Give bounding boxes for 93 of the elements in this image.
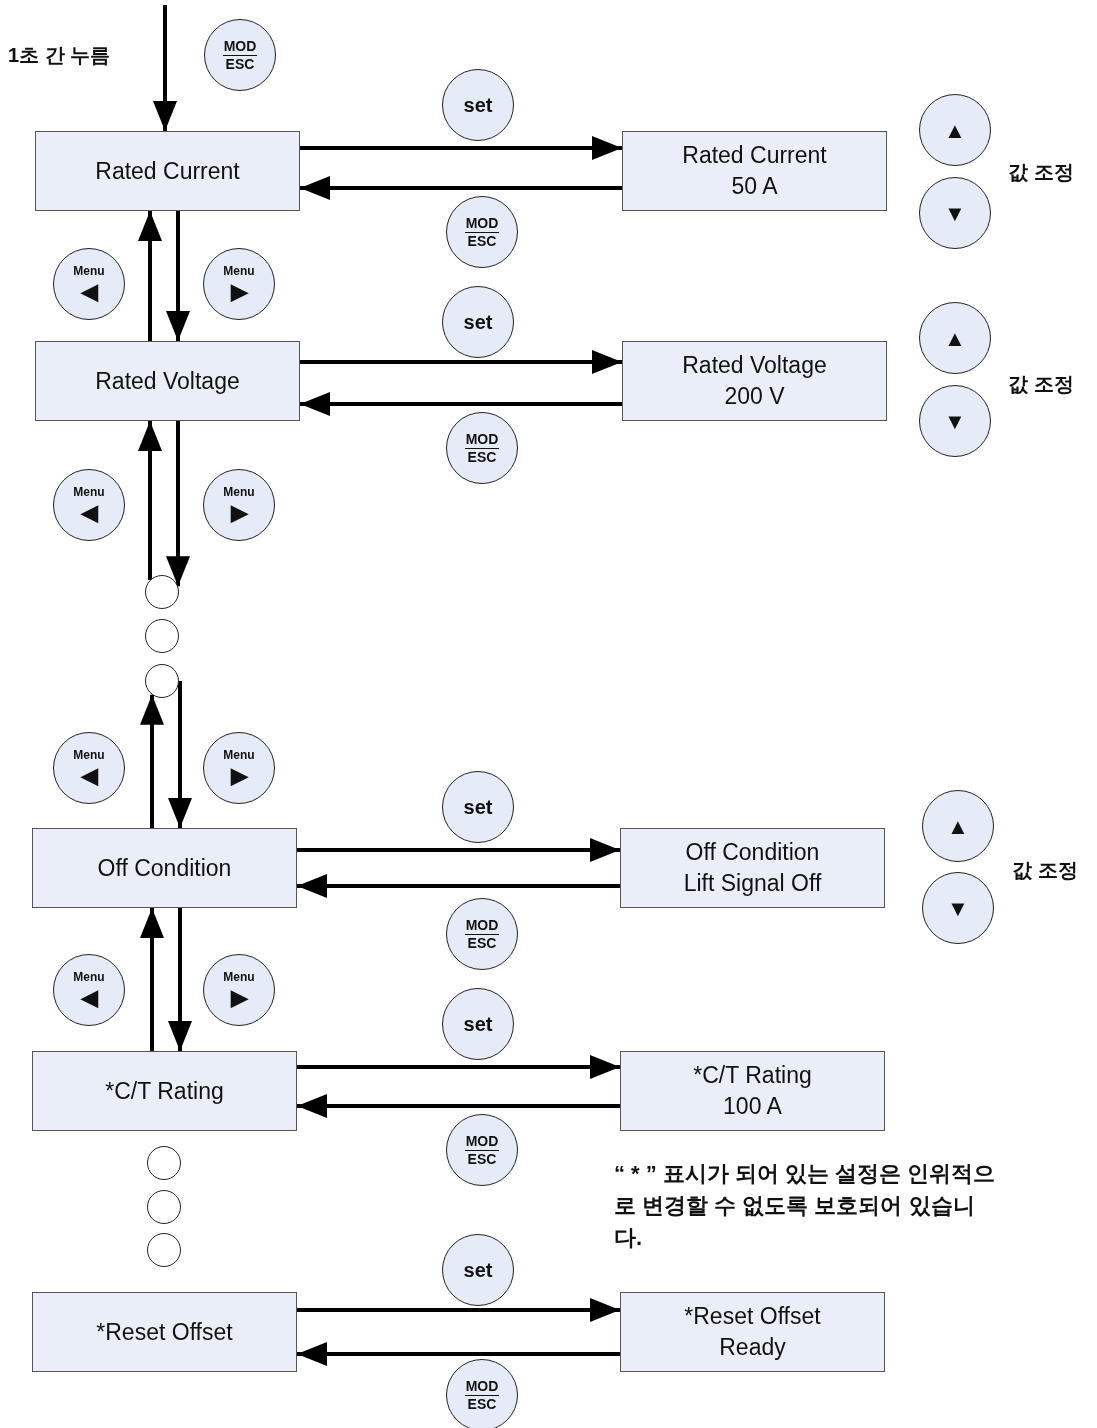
ellipsis-circle <box>145 619 179 653</box>
display-box <box>622 341 887 421</box>
ellipsis-circle <box>145 575 179 609</box>
ellipsis-circle <box>147 1233 181 1267</box>
button-label: MOD <box>464 214 500 233</box>
display-text: *C/T Rating <box>693 1061 812 1090</box>
button-label: Menu <box>73 485 105 500</box>
display-box <box>32 1051 297 1131</box>
button-label: ◀ <box>80 279 98 304</box>
display-box <box>35 341 300 421</box>
button-label: Menu <box>73 264 105 279</box>
button-label: Menu <box>223 264 255 279</box>
button-label: Menu <box>223 970 255 985</box>
arrow <box>140 908 164 1051</box>
arrow <box>297 1094 620 1118</box>
arrow <box>168 908 192 1051</box>
button-label: Menu <box>73 970 105 985</box>
button-label: set <box>463 310 493 334</box>
button-label: ▶ <box>230 279 248 304</box>
button-label: MOD <box>464 430 500 449</box>
button-label: MOD <box>464 1377 500 1396</box>
display-box <box>622 131 887 211</box>
button-label: Menu <box>73 748 105 763</box>
arrow <box>300 350 622 374</box>
button-label: ESC <box>467 448 497 466</box>
button-label: ESC <box>467 934 497 952</box>
arrow <box>297 1055 620 1079</box>
arrow <box>297 874 620 898</box>
adjust-note: 값 조정 <box>1008 160 1075 185</box>
button-label: ▼ <box>944 408 966 434</box>
display-text: Ready <box>719 1333 786 1362</box>
display-text: 200 V <box>724 382 785 411</box>
display-text: Rated Current <box>95 156 240 186</box>
button-label: ▶ <box>230 763 248 788</box>
button-label: MOD <box>464 916 500 935</box>
display-text: Rated Voltage <box>95 366 240 396</box>
button-label: ▼ <box>944 200 966 226</box>
arrow <box>297 1342 620 1366</box>
display-box <box>620 1051 885 1131</box>
adjust-note: 값 조정 <box>1012 858 1079 883</box>
button-label: MOD <box>222 37 258 56</box>
ellipsis-circle <box>147 1146 181 1180</box>
arrow <box>168 681 192 828</box>
button-label: Menu <box>223 485 255 500</box>
display-text: *Reset Offset <box>96 1317 233 1347</box>
arrow <box>140 694 164 828</box>
button-label: set <box>463 795 493 819</box>
display-text: 100 A <box>723 1092 782 1121</box>
display-text: *Reset Offset <box>684 1302 821 1331</box>
button-label: MOD <box>464 1132 500 1151</box>
adjust-note: 값 조정 <box>1008 372 1075 397</box>
button-label: ◀ <box>80 763 98 788</box>
arrow <box>138 421 162 580</box>
display-box <box>620 828 885 908</box>
display-text: Rated Current <box>682 141 827 170</box>
button-label: Menu <box>223 748 255 763</box>
display-text: Off Condition <box>97 853 232 883</box>
arrow <box>166 211 190 341</box>
arrow <box>153 5 177 131</box>
button-label: set <box>463 1012 493 1036</box>
display-box <box>620 1292 885 1372</box>
ellipsis-circle <box>145 664 179 698</box>
display-box <box>35 131 300 211</box>
display-text: 50 A <box>731 172 778 201</box>
button-label: ESC <box>467 1150 497 1168</box>
button-label: ▲ <box>944 325 966 351</box>
arrow <box>300 136 622 160</box>
arrow <box>166 421 190 587</box>
arrow <box>300 392 622 416</box>
arrow <box>138 211 162 341</box>
button-label: ESC <box>467 1395 497 1413</box>
display-text: Off Condition <box>685 838 820 867</box>
button-label: ESC <box>467 232 497 250</box>
button-label: ◀ <box>80 500 98 525</box>
display-text: Rated Voltage <box>682 351 827 380</box>
protection-note: “ * ” 표시가 되어 있는 설정은 인위적으로 변경할 수 없도록 보호되어 있습니다. <box>614 1160 997 1252</box>
button-label: ▶ <box>230 985 248 1010</box>
button-label: set <box>463 1258 493 1282</box>
ellipsis-circle <box>147 1190 181 1224</box>
display-text: *C/T Rating <box>105 1076 224 1106</box>
arrow <box>297 838 620 862</box>
button-label: set <box>463 93 493 117</box>
button-label: ▲ <box>944 117 966 143</box>
button-label: ▶ <box>230 500 248 525</box>
display-box <box>32 828 297 908</box>
button-label: ▲ <box>947 813 969 839</box>
button-label: ◀ <box>80 985 98 1010</box>
display-text: Lift Signal Off <box>683 869 822 898</box>
button-label: ESC <box>225 55 255 73</box>
button-label: ▼ <box>947 895 969 921</box>
display-box <box>32 1292 297 1372</box>
arrow <box>300 176 622 200</box>
arrow <box>297 1298 620 1322</box>
